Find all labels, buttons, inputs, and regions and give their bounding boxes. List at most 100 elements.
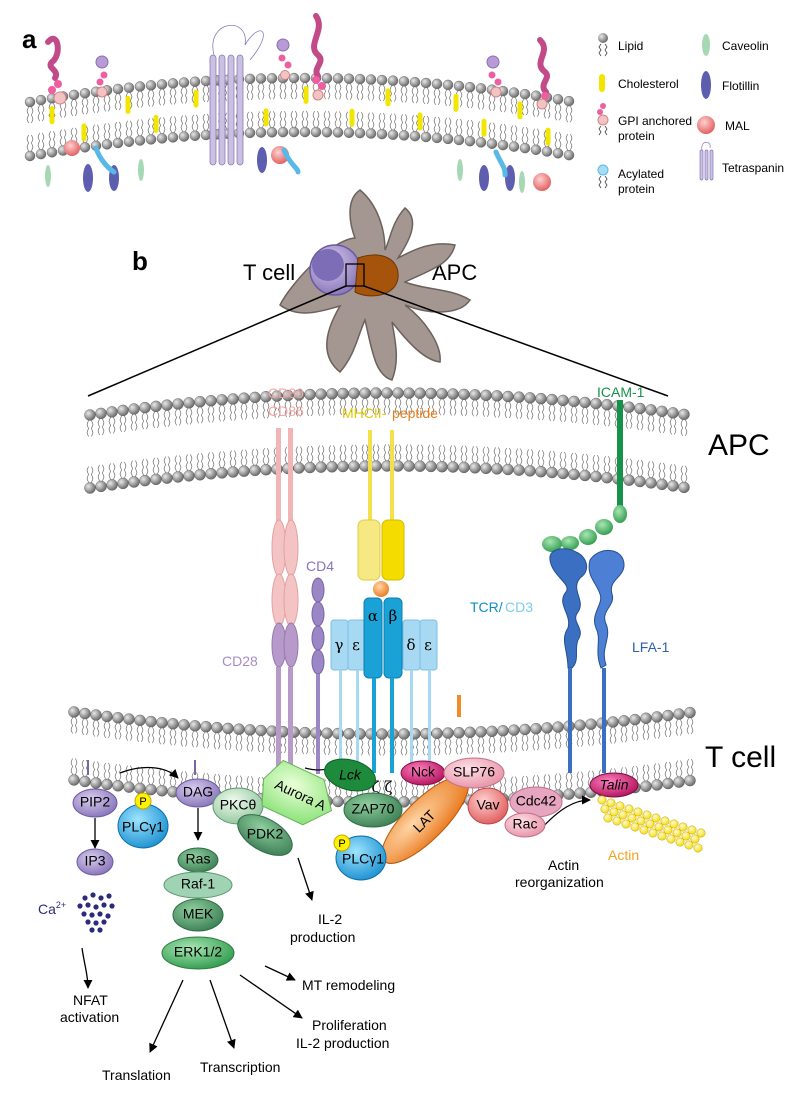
lipid-head [634, 475, 646, 488]
icam1-label: ICAM-1 [597, 384, 645, 400]
lipid-head [376, 728, 388, 740]
apc-cell-icon [87, 189, 669, 397]
lipid-head [447, 388, 459, 400]
lipid-head [563, 149, 575, 161]
calcium-dot [82, 895, 88, 901]
lipid-head [244, 724, 256, 736]
lipid-head [651, 779, 663, 791]
gpi-protein [486, 55, 502, 98]
lipid-head [557, 467, 569, 480]
actin-bead [612, 816, 622, 826]
cd4-receptor [311, 577, 325, 774]
lipid-head [409, 130, 421, 142]
lipid-head [101, 710, 113, 723]
lipid-head [475, 137, 487, 148]
lipid-head [667, 407, 679, 419]
lipid-head [112, 780, 124, 792]
lipid-head [134, 81, 146, 92]
lipid-head [172, 398, 184, 410]
nfat-label-line2: activation [60, 1009, 119, 1025]
cdc42-label: Cdc42 [516, 793, 557, 809]
lipid-head [354, 73, 366, 85]
lipid-head [502, 463, 514, 476]
lipid-head [211, 721, 223, 734]
cholesterol [303, 86, 309, 105]
lipid-head [541, 146, 553, 157]
actin-bead [603, 813, 613, 823]
peptide-label: peptide [392, 405, 438, 421]
actin-bead [636, 816, 646, 826]
actin-bead [690, 834, 700, 844]
lipid-head [629, 713, 641, 726]
calcium-dot [101, 919, 107, 925]
lipid-head [513, 391, 525, 403]
lipid-head [442, 727, 454, 739]
cholesterol [193, 89, 199, 108]
calcium-dot [97, 927, 103, 933]
actin-bead [597, 795, 607, 805]
actin-reorg-line1: Actin [548, 857, 579, 873]
cholesterol [453, 93, 459, 112]
lipid-head [123, 713, 135, 725]
rac-label: Rac [513, 816, 538, 832]
lipid-head [332, 127, 344, 138]
lipid-head [568, 395, 580, 408]
phospho-badge-a [134, 792, 152, 810]
cd80-label: CD80 [268, 385, 304, 401]
lipid-head [491, 463, 503, 475]
lipid-head [172, 471, 184, 483]
raf1-label: Raf-1 [181, 876, 215, 892]
lipid-head [293, 462, 305, 474]
lipid-head [568, 468, 580, 481]
lipid-head [79, 775, 91, 788]
lipid-head [519, 88, 531, 100]
lipid-head [530, 144, 542, 155]
cholesterol [545, 127, 551, 146]
lipid-head [249, 464, 261, 477]
lipid-head [442, 79, 454, 91]
lipid-head [546, 466, 558, 479]
lipid-head [326, 388, 338, 400]
lipid-head [453, 134, 465, 146]
lipid-head [90, 777, 102, 789]
actin-bead [633, 807, 643, 817]
aurora-node [261, 759, 333, 826]
calcium-dot [105, 913, 111, 919]
lipid-head [156, 79, 168, 90]
lipid-head [189, 130, 201, 141]
lipid-head [469, 462, 481, 474]
lipid-head [530, 723, 542, 735]
lipid-head [178, 131, 190, 142]
lipid-head [524, 392, 536, 404]
lipid-head [458, 388, 470, 401]
caveolin-protein [45, 165, 51, 187]
calcium-ions [77, 892, 115, 933]
actin-filament [597, 795, 706, 853]
calcium-dot [77, 903, 83, 909]
actin-bead [645, 819, 655, 829]
phospho-label-b: P [338, 838, 345, 850]
cholesterol [349, 108, 355, 127]
actin-bead [648, 828, 658, 838]
erk-label: ERK1/2 [174, 944, 222, 960]
calcium-dot [89, 927, 95, 933]
t-cell-side-label: T cell [705, 741, 776, 774]
lipid-head [601, 398, 613, 411]
lipid-head [651, 711, 663, 723]
calcium-dot [109, 903, 115, 909]
lipid-head [315, 388, 327, 400]
lck-label: Lck [339, 767, 362, 783]
lipid-head [508, 87, 520, 98]
lipid-head [150, 400, 162, 413]
lipid-head [431, 132, 443, 144]
lipid-head [299, 126, 311, 138]
lipid-head [563, 788, 575, 800]
lipid-head [84, 409, 96, 421]
lipid-head [365, 74, 377, 85]
pip2-label: PIP2 [80, 794, 111, 810]
synapse-zoom-box [345, 263, 365, 287]
actin-label: Actin [608, 847, 639, 863]
calcium-dot [85, 919, 91, 925]
lipid-head [497, 725, 509, 737]
